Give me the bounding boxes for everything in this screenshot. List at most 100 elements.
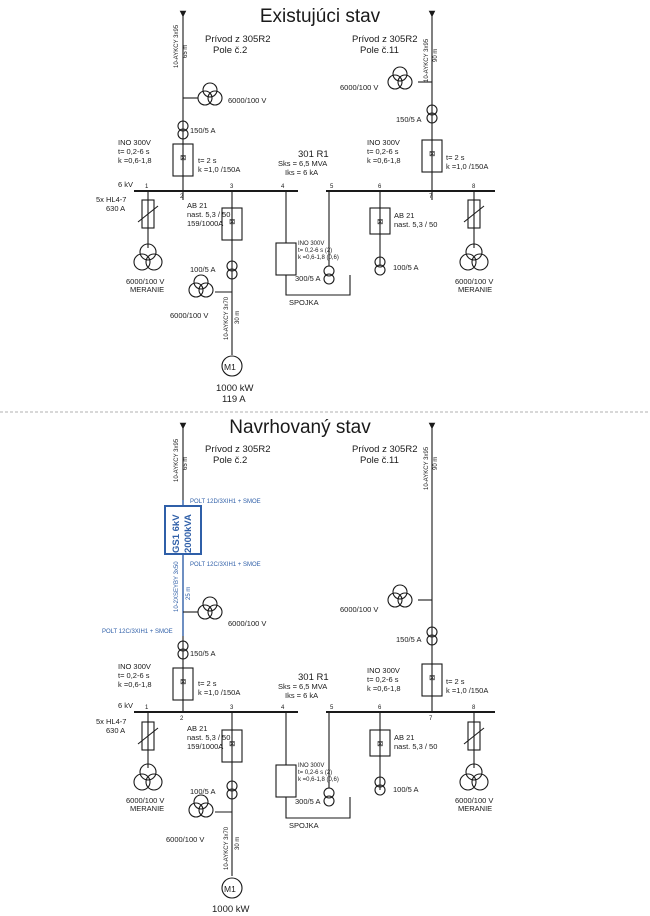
spojka-label: SPOJKA xyxy=(289,298,319,307)
svg-text:⊠: ⊠ xyxy=(377,217,383,226)
ino-right-l2: t= 0,2-6 s xyxy=(367,675,399,684)
svg-text:⊠: ⊠ xyxy=(429,673,435,682)
station-name: 301 R1 xyxy=(298,149,329,160)
motor-cable: 10-AYKCY 3x70 xyxy=(224,826,230,870)
feeder-left-cable: 10-AYKCY 3x95 xyxy=(174,438,180,482)
generator-l2: 2000kVA xyxy=(183,514,194,553)
svg-text:⊠: ⊠ xyxy=(180,677,186,686)
coupler-breaker-box xyxy=(275,242,297,276)
field-8: 8 xyxy=(472,705,476,711)
station-name: 301 R1 xyxy=(298,672,329,683)
vt-left-symbol xyxy=(197,90,213,106)
fuses-l1: 5x HL4-7 xyxy=(96,195,126,204)
feeder-right-cable: 10-AYKCY 3x95 xyxy=(424,38,430,82)
existing-state: Existujúci stav 10-AYKCY 3x95 65 m Prívo… xyxy=(96,6,495,405)
coupler-relay-l3: k =0,6-1,8 (0,6) xyxy=(298,777,339,783)
ct-right-symbol xyxy=(426,626,438,638)
field-4: 4 xyxy=(281,184,285,190)
field-4: 4 xyxy=(281,705,285,711)
generator-l1: GS1 6kV xyxy=(171,514,182,553)
feeder-left-title: Prívod z 305R2 xyxy=(205,444,270,455)
svg-text:⊠: ⊠ xyxy=(229,739,235,748)
motor-symbol xyxy=(221,877,243,899)
ino-left-l2: t= 0,2-6 s xyxy=(118,147,150,156)
ino-left-l3: k =0,6-1,8 xyxy=(118,680,152,689)
ct-motor-symbol xyxy=(226,780,238,792)
metering-right-l1: 6000/100 V xyxy=(455,796,493,805)
ct-coupler-label: 300/5 A xyxy=(295,274,320,283)
breaker-left-box xyxy=(172,667,194,701)
motor-symbol xyxy=(221,355,243,377)
feeder-right-length: 90 m xyxy=(433,457,439,470)
feeder-left-length: 65 m xyxy=(183,45,189,58)
feeder-left-title: Prívod z 305R2 xyxy=(205,34,270,45)
relay-left-l2: k =1,0 /150A xyxy=(198,688,240,697)
ct-right-label: 150/5 A xyxy=(396,115,421,124)
field-6: 6 xyxy=(378,184,382,190)
vt-motor-symbol xyxy=(188,802,204,818)
field-7: 7 xyxy=(429,716,433,722)
vt-right-symbol xyxy=(397,592,413,608)
ino-left-l3: k =0,6-1,8 xyxy=(118,156,152,165)
metering-right-l2: MERANIE xyxy=(458,285,492,294)
ct-motor-symbol xyxy=(226,260,238,272)
breaker-left-symbol: ⊠ xyxy=(180,153,186,162)
fuse-left-symbol xyxy=(141,199,155,229)
vt-left-symbol xyxy=(197,604,213,620)
ab21-left-l1: AB 21 xyxy=(187,724,207,733)
vt-motor-symbol xyxy=(188,282,204,298)
metering-left-l1: 6000/100 V xyxy=(126,796,164,805)
metering-right-l2: MERANIE xyxy=(458,804,492,813)
ct-coupler-label: 300/5 A xyxy=(295,797,320,806)
vt-right-symbol xyxy=(397,74,413,90)
generator-box xyxy=(164,505,202,555)
spojka-label: SPOJKA xyxy=(289,821,319,830)
relay-right-l2: k =1,0 /150A xyxy=(446,162,488,171)
polt-bottom: POLT 12C/3XIH1 + SMOE xyxy=(102,629,173,635)
field-6: 6 xyxy=(378,705,382,711)
existing-title: Existujúci stav xyxy=(260,6,381,27)
ino-left-l2: t= 0,2-6 s xyxy=(118,671,150,680)
ab21-right-box xyxy=(369,729,391,757)
ct-motor-label: 100/5 A xyxy=(190,787,215,796)
polt-top: POLT 12D/3XIH1 + SMOE xyxy=(190,499,261,505)
field-8: 8 xyxy=(472,184,476,190)
field-3: 3 xyxy=(230,705,234,711)
ct-left-label: 150/5 A xyxy=(190,126,215,135)
ct-coupler-symbol xyxy=(323,787,335,799)
station-sks: Sks = 6,5 MVA xyxy=(278,682,327,691)
svg-text:⊠: ⊠ xyxy=(429,149,435,158)
ct-field6-symbol xyxy=(374,256,386,268)
field-1: 1 xyxy=(145,184,149,190)
field-5: 5 xyxy=(330,705,334,711)
coupler-relay-l2: t= 0,2-6 s (2) xyxy=(298,248,332,254)
feeder-left-length: 65 m xyxy=(183,457,189,470)
metering-left-l2: MERANIE xyxy=(130,285,164,294)
breaker-left-box xyxy=(172,143,194,177)
motor-label: M1 xyxy=(224,362,236,372)
ab21-left-l2: nast. 5,3 / 50 xyxy=(187,733,230,742)
field-2: 2 xyxy=(180,194,184,200)
ab21-left-l3: 159/1000A xyxy=(187,219,223,228)
proposed-state: Navrhovaný stav 10-AYKCY 3x95 65 m Prívo… xyxy=(96,417,495,915)
ct-right-label: 150/5 A xyxy=(396,635,421,644)
field-5: 5 xyxy=(330,184,334,190)
fuse-left-symbol xyxy=(141,721,155,751)
metering-left-symbol xyxy=(133,773,151,791)
fuses-l2: 630 A xyxy=(106,726,125,735)
relay-right-l2: k =1,0 /150A xyxy=(446,686,488,695)
fuses-l1: 5x HL4-7 xyxy=(96,717,126,726)
ino-right-l2: t= 0,2-6 s xyxy=(367,147,399,156)
relay-left-l2: k =1,0 /150A xyxy=(198,165,240,174)
field-3: 3 xyxy=(230,184,234,190)
metering-left-l1: 6000/100 V xyxy=(126,277,164,286)
metering-left-symbol xyxy=(133,253,151,271)
ct-coupler-symbol xyxy=(323,265,335,277)
metering-right-symbol xyxy=(459,773,477,791)
metering-left-l2: MERANIE xyxy=(130,804,164,813)
ct-field6-label: 100/5 A xyxy=(393,263,418,272)
ab21-left-l3: 159/1000A xyxy=(187,742,223,751)
feeder-right-pole: Pole č.11 xyxy=(360,455,399,466)
ct-motor-label: 100/5 A xyxy=(190,265,215,274)
